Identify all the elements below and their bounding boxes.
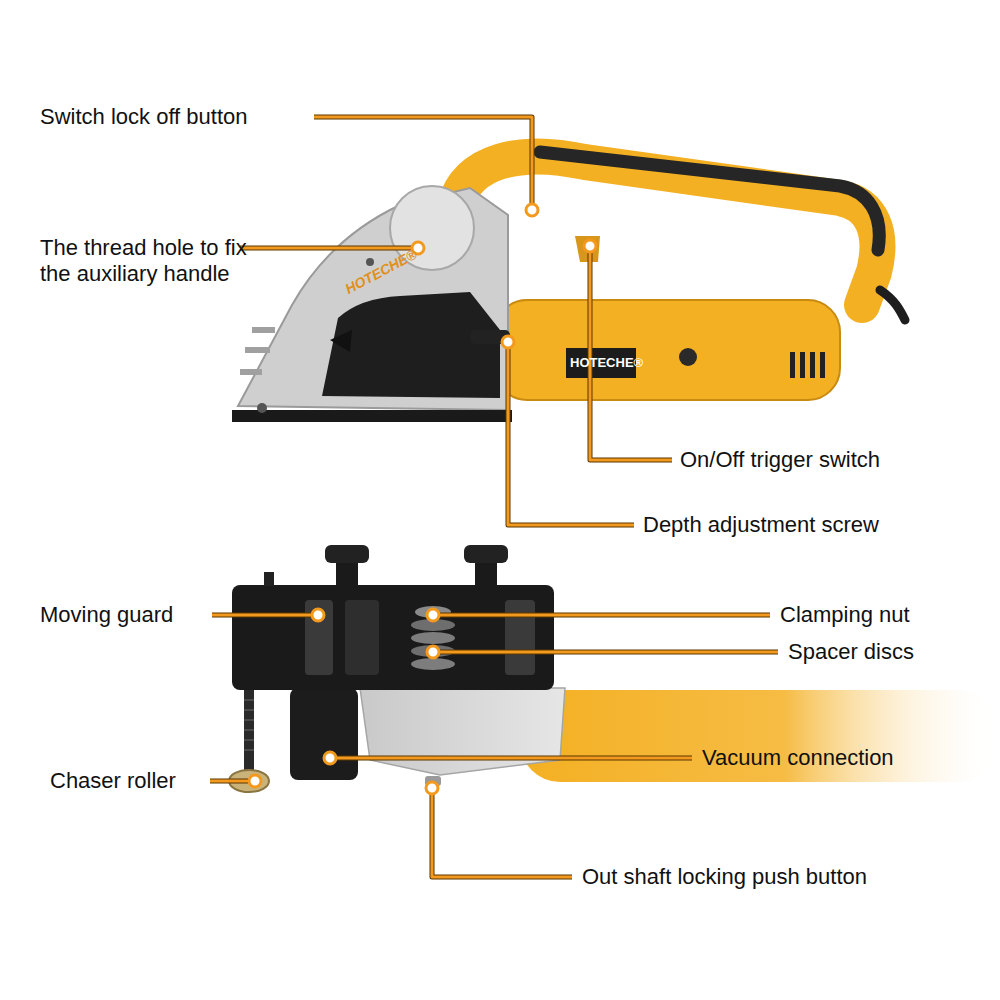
leader-lines [210,117,778,877]
part-label: Clamping nut [780,602,910,628]
part-label: Depth adjustment screw [643,512,879,538]
wall-chaser-side-view [232,152,905,422]
part-label: Spacer discs [788,639,914,665]
part-label: Moving guard [40,602,173,628]
part-label: Switch lock off button [40,104,248,130]
part-label: Vacuum connection [702,745,894,771]
part-label: On/Off trigger switch [680,447,880,473]
brand-logo: HOTECHE® [342,245,420,298]
brand-logo: HOTECHE® [570,354,643,371]
wall-chaser-top-view [229,545,1000,792]
part-label: Out shaft locking push button [582,864,867,890]
part-label: Chaser roller [50,768,176,794]
part-label: The thread hole to fix the auxiliary han… [40,235,255,287]
